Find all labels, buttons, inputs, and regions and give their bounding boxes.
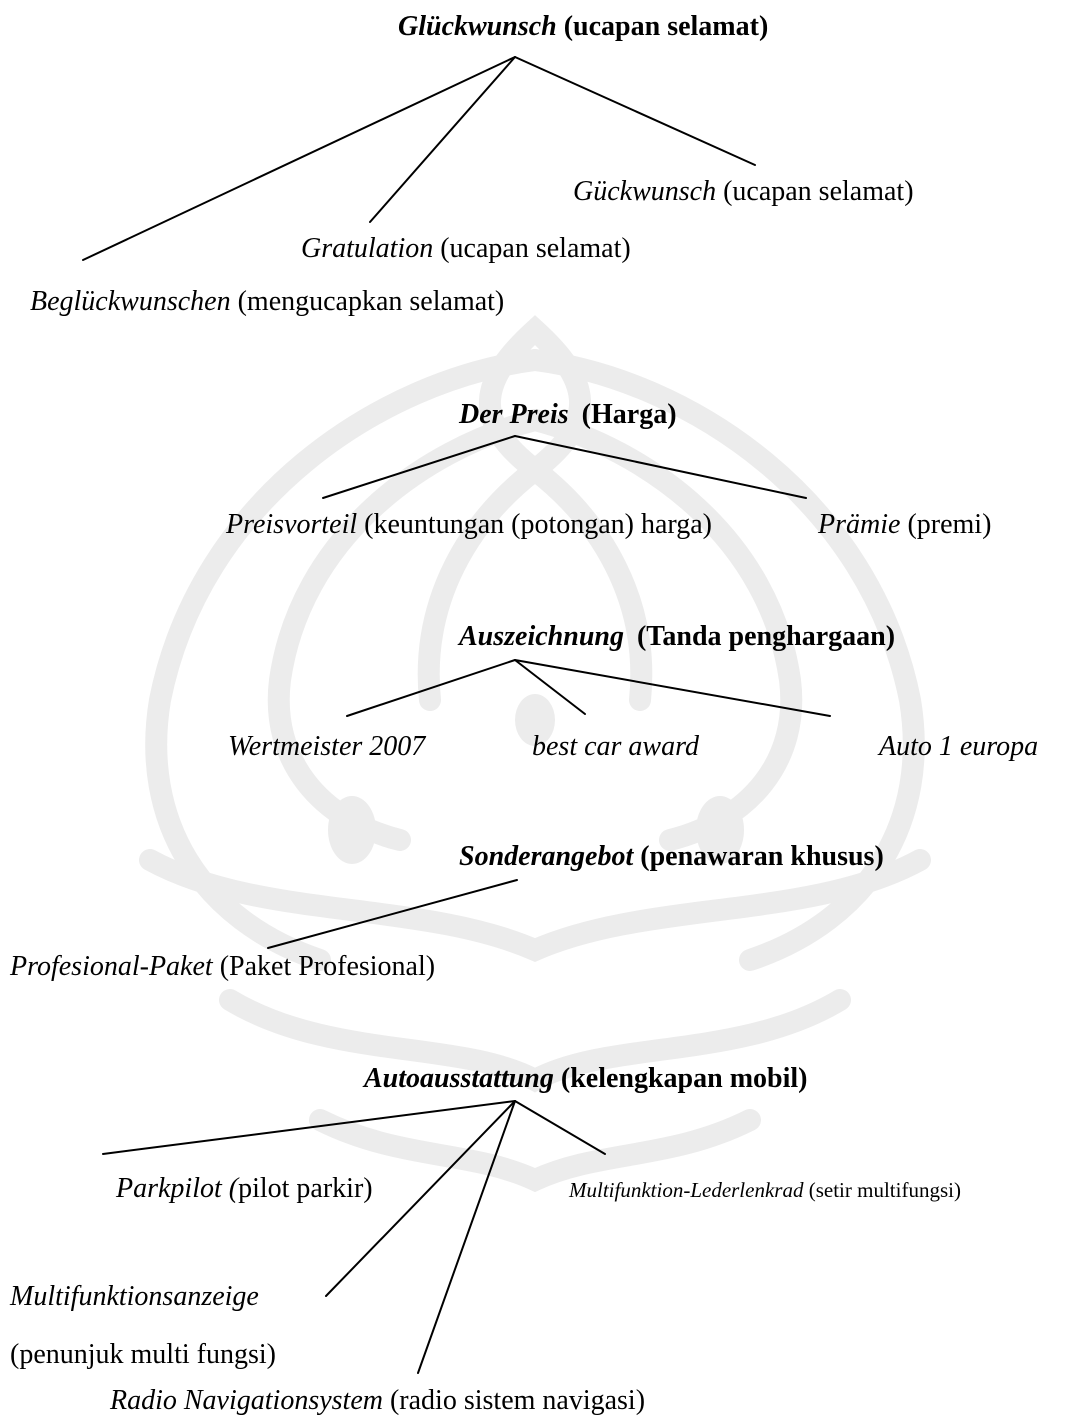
node-multifunktion-lederlenkrad: Multifunktion-Lederlenkrad (setir multif…	[569, 1176, 961, 1204]
node-paren: (	[229, 1173, 238, 1204]
node-term: Gratulation	[301, 233, 433, 264]
node-radio-navigationsystem: Radio Navigationsystem (radio sistem nav…	[110, 1384, 645, 1418]
node-term: Preisvorteil	[226, 509, 357, 540]
connector-preis-preisvorteil	[323, 436, 515, 498]
connector-auszeichnung-bestcar	[515, 660, 585, 714]
node-gloss: (premi)	[907, 509, 991, 540]
node-gloss: (Paket Profesional)	[220, 951, 435, 982]
node-gloss: (setir multifungsi)	[809, 1178, 961, 1202]
node-profesional-paket: Profesional-Paket (Paket Profesional)	[10, 950, 435, 984]
node-gloss: (ucapan selamat)	[440, 233, 630, 264]
root-gloss: (Harga)	[582, 399, 677, 430]
root-der-preis: Der Preis (Harga)	[459, 398, 677, 432]
connector-sonderangebot-profesional	[268, 880, 517, 948]
root-sonderangebot: Sonderangebot (penawaran khusus)	[459, 840, 884, 874]
node-multifunktionsanzeige-gloss: (penunjuk multi fungsi)	[10, 1338, 276, 1372]
root-auszeichnung: Auszeichnung (Tanda penghargaan)	[459, 620, 895, 654]
node-term: Radio Navigationsystem	[110, 1385, 383, 1416]
root-gloss: (kelengkapan mobil)	[561, 1063, 808, 1094]
node-term: Prämie	[818, 509, 900, 540]
node-wertmeister: Wertmeister 2007	[228, 730, 425, 764]
connector-preis-praemie	[515, 436, 806, 498]
node-term: Multifunktion-Lederlenkrad	[569, 1178, 803, 1202]
root-gloss: (ucapan selamat)	[564, 11, 769, 42]
connector-autoausstattung-lederlenkrad	[515, 1101, 605, 1154]
root-term: Sonderangebot	[459, 841, 633, 872]
root-gloss: (penawaran khusus)	[640, 841, 884, 872]
node-term: Beglückwunschen	[30, 286, 231, 317]
root-autoausstattung: Autoausstattung (kelengkapan mobil)	[364, 1062, 807, 1096]
connector-autoausstattung-radio	[418, 1101, 515, 1373]
root-term: Glückwunsch	[398, 11, 557, 42]
node-gloss: (radio sistem navigasi)	[390, 1385, 645, 1416]
node-parkpilot: Parkpilot (pilot parkir)	[116, 1172, 373, 1206]
connector-auszeichnung-wertmeister	[347, 660, 515, 716]
node-term: Profesional-Paket	[10, 951, 213, 982]
connector-gluckwunsch-gratulation	[370, 57, 515, 222]
node-gloss: (ucapan selamat)	[723, 176, 913, 207]
node-praemie: Prämie (premi)	[818, 508, 991, 542]
node-gratulation: Gratulation (ucapan selamat)	[301, 232, 631, 266]
node-term: Gückwunsch	[573, 176, 716, 207]
root-term: Der Preis	[459, 399, 569, 430]
node-guckwunsch: Gückwunsch (ucapan selamat)	[573, 175, 914, 209]
node-gloss: (keuntungan (potongan) harga)	[364, 509, 712, 540]
node-best-car-award: best car award	[532, 730, 699, 764]
connector-autoausstattung-parkpilot	[103, 1101, 515, 1154]
node-gloss: (mengucapkan selamat)	[238, 286, 505, 317]
node-auto-1-europa: Auto 1 europa	[879, 730, 1038, 764]
node-preisvorteil: Preisvorteil (keuntungan (potongan) harg…	[226, 508, 712, 542]
root-gluckwunsch: Glückwunsch (ucapan selamat)	[398, 10, 768, 44]
node-gloss: pilot parkir)	[238, 1173, 373, 1204]
node-term: Parkpilot	[116, 1173, 222, 1204]
connector-auszeichnung-auto1	[515, 660, 830, 716]
connector-gluckwunsch-beglueckwunschen	[83, 57, 515, 260]
node-multifunktionsanzeige: Multifunktionsanzeige	[10, 1280, 259, 1314]
node-beglueckwunschen: Beglückwunschen (mengucapkan selamat)	[30, 285, 504, 319]
connector-gluckwunsch-guckwunsch	[515, 57, 755, 165]
root-gloss: (Tanda penghargaan)	[637, 621, 895, 652]
root-term: Auszeichnung	[459, 621, 624, 652]
root-term: Autoausstattung	[364, 1063, 554, 1094]
